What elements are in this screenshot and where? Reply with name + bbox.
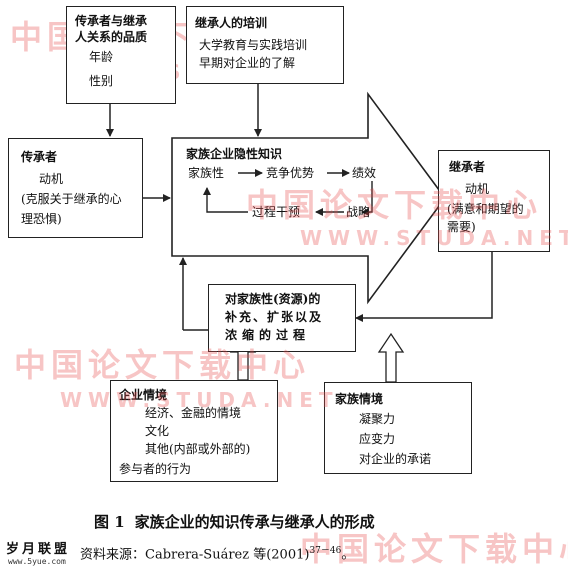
competitive-advantage-label: 竞争优势: [266, 166, 315, 180]
successor-training-box: 继承人的培训 大学教育与实践培训 早期对企业的了解: [186, 6, 344, 84]
process-line-2: 补充、扩张以及: [225, 310, 324, 324]
process-line-1: 对家族性(资源)的: [225, 292, 321, 306]
predecessor-line-1: 动机: [39, 172, 64, 186]
process-line-3: 浓缩的过程: [225, 328, 311, 342]
business-context-line-4: 参与者的行为: [119, 462, 192, 476]
figure-number: 图 1: [94, 513, 125, 531]
arrow-intervention-to-familiness: [203, 187, 248, 213]
site-url: www.5yue.com: [8, 557, 66, 566]
familiness-process-box: 对家族性(资源)的 补充、扩张以及 浓缩的过程: [208, 284, 356, 352]
training-line-1: 大学教育与实践培训: [199, 38, 308, 52]
relationship-line-4: 性别: [89, 74, 114, 88]
source-text: Cabrera-Suárez 等(2001): [145, 547, 310, 563]
successor-box: 继承者 动机 (满意和期望的 需要): [438, 150, 550, 252]
figure-caption: 图 1 家族企业的知识传承与继承人的形成: [94, 511, 385, 532]
successor-line-1: 动机: [465, 182, 490, 196]
figure-source: 资料来源：Cabrera-Suárez 等(2001)37－46。: [80, 543, 354, 562]
watermark-en-3: WWW.STUDA.NET: [60, 388, 339, 412]
successor-line-2: (满意和期望的: [447, 202, 524, 216]
arrow-right-to-middle: [355, 252, 493, 322]
family-context-line-2: 应变力: [359, 432, 396, 446]
predecessor-box: 传承者 动机 (克服关于继承的心 理恐惧): [8, 138, 143, 238]
source-label: 资料来源：: [80, 547, 146, 563]
relationship-line-3: 年龄: [89, 50, 114, 64]
large-flow-arrow: [171, 91, 446, 305]
relationship-line-2: 人关系的品质: [75, 30, 148, 44]
family-context-line-3: 对企业的承诺: [359, 452, 432, 466]
hollow-arrow-bottom-right: [377, 332, 405, 383]
watermark-cn-4: 中国论文下载中心: [300, 530, 568, 568]
business-context-box: 企业情境 经济、金融的情境 文化 其他(内部或外部的) 参与者的行为: [110, 380, 278, 482]
site-logo-text: 岁月联盟: [6, 542, 71, 557]
relationship-line-1: 传承者与继承: [75, 14, 148, 28]
predecessor-line-3: 理恐惧): [21, 212, 62, 226]
process-intervention-label: 过程干预: [252, 205, 301, 219]
watermark-cn-3: 中国论文下载中心: [14, 346, 311, 384]
business-context-line-1: 经济、金融的情境: [145, 406, 242, 420]
business-context-line-3: 其他(内部或外部的): [145, 442, 251, 456]
figure-title: 家族企业的知识传承与继承人的形成: [134, 513, 375, 531]
family-context-title: 家族情境: [335, 392, 384, 406]
training-line-2: 早期对企业的了解: [199, 56, 296, 70]
family-context-line-1: 凝聚力: [359, 412, 396, 426]
predecessor-title: 传承者: [21, 150, 58, 164]
watermark-cn-2: 中国论文下载中心: [246, 186, 543, 224]
arrow-performance-to-strategy: [361, 181, 373, 216]
business-context-line-2: 文化: [145, 424, 170, 438]
source-pages: 37－46: [309, 546, 342, 556]
watermark-en-2: WWW.STUDA.NET: [300, 226, 568, 250]
tacit-knowledge-title: 家族企业隐性知识: [186, 147, 283, 161]
predecessor-line-2: (克服关于继承的心: [21, 192, 122, 206]
relationship-quality-box: 传承者与继承 人关系的品质 年龄 性别: [66, 6, 176, 104]
business-context-title: 企业情境: [119, 388, 168, 402]
family-context-box: 家族情境 凝聚力 应变力 对企业的承诺: [324, 382, 472, 474]
successor-line-3: 需要): [447, 220, 476, 234]
training-title: 继承人的培训: [195, 16, 268, 30]
source-end: 。: [341, 547, 355, 563]
performance-label: 绩效: [352, 166, 377, 180]
familiness-label: 家族性: [188, 166, 225, 180]
successor-title: 继承者: [449, 160, 486, 174]
strategy-label: 战略: [346, 205, 371, 219]
